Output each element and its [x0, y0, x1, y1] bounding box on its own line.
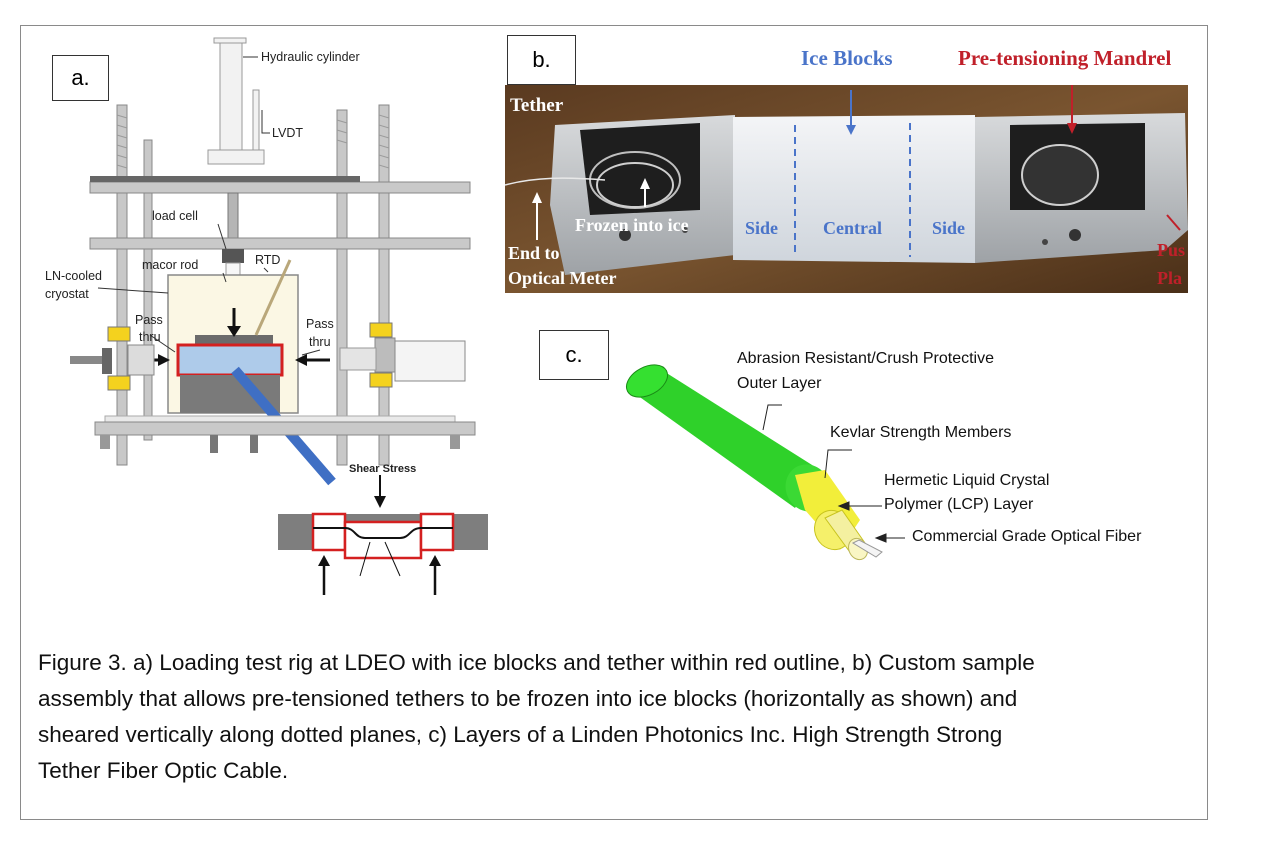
- right-actuator: [339, 322, 466, 388]
- pass-thru-right-label-2: thru: [309, 335, 331, 349]
- panel-c-tag: c.: [539, 330, 609, 380]
- left-actuator: [70, 326, 155, 391]
- rtd-label: RTD: [255, 253, 281, 267]
- caption-line: assembly that allows pre-tensioned tethe…: [38, 686, 1018, 711]
- figure-frame: [20, 25, 1208, 820]
- optical-fiber-label: Commercial Grade Optical Fiber: [912, 528, 1142, 545]
- pass-thru-right-label-1: Pass: [306, 317, 334, 331]
- bottom-plate: [94, 421, 476, 436]
- optical-fiber: [851, 539, 883, 558]
- pre-tensioning-mandrel-label: Pre-tensioning Mandrel: [958, 46, 1172, 70]
- frozen-into-ice-label: Frozen into ice: [575, 215, 689, 235]
- panel-a-rig-diagram: [70, 37, 488, 595]
- pass-thru-left-label-2: thru: [139, 330, 161, 344]
- caption-line: sheared vertically along dotted planes, …: [38, 722, 1003, 747]
- lcp-label-2: Polymer (LCP) Layer: [884, 496, 1034, 513]
- outer-layer-label-1: Abrasion Resistant/Crush Protective: [737, 350, 994, 367]
- caption-line: Tether Fiber Optic Cable.: [38, 758, 289, 783]
- side-right-label: Side: [932, 218, 966, 238]
- ln-cooled-label: LN-cooled: [45, 269, 102, 283]
- lvdt-label: LVDT: [272, 126, 304, 140]
- macor-rod-label: macor rod: [142, 258, 199, 272]
- caption-line: Figure 3. a) Loading test rig at LDEO wi…: [38, 650, 1035, 675]
- hydraulic-cylinder-label: Hydraulic cylinder: [261, 50, 360, 64]
- panel-a-tag: a.: [52, 55, 109, 101]
- outer-layer-label-2: Outer Layer: [737, 375, 822, 392]
- top-plate: [89, 181, 471, 194]
- panel-b-tag: b.: [507, 35, 576, 85]
- hydraulic-cylinder: [207, 37, 265, 165]
- load-cell-label: load cell: [152, 209, 198, 223]
- push-label-2: Pla: [1157, 268, 1182, 288]
- pass-thru-left-label-1: Pass: [135, 313, 163, 327]
- middle-plate: [89, 237, 471, 250]
- end-to-label: End to: [508, 243, 560, 263]
- ice-blocks-label: Ice Blocks: [801, 46, 893, 70]
- shear-stress-label: Shear Stress: [349, 463, 417, 475]
- panel-c-cable-diagram: [625, 364, 905, 561]
- load-cell: [222, 249, 244, 263]
- cryostat-label: cryostat: [45, 287, 89, 301]
- push-label-1: Pus: [1157, 240, 1186, 260]
- central-label: Central: [823, 218, 882, 238]
- panel-b-photo: [505, 85, 1188, 293]
- figure-caption: Figure 3. a) Loading test rig at LDEO wi…: [38, 645, 1178, 789]
- side-left-label: Side: [745, 218, 779, 238]
- outer-jacket: [630, 372, 820, 508]
- lcp-label-1: Hermetic Liquid Crystal: [884, 472, 1050, 489]
- threaded-rods: [116, 104, 390, 466]
- kevlar-label: Kevlar Strength Members: [830, 424, 1012, 441]
- tether-label: Tether: [510, 95, 564, 116]
- shear-detail: [278, 475, 488, 595]
- optical-meter-label: Optical Meter: [508, 268, 617, 288]
